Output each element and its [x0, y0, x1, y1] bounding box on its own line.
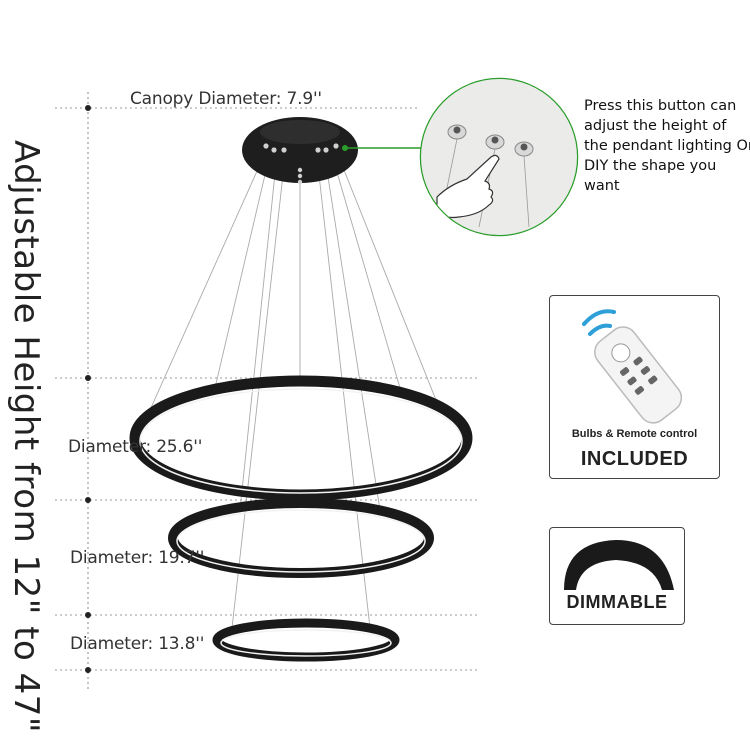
callout-note: Press this button can adjust the height … [584, 98, 750, 194]
remote-control-icon [582, 309, 683, 424]
ring-large-diameter-label: Diameter: 25.6'' [68, 437, 203, 457]
remote-caption: Bulbs & Remote control [571, 428, 698, 440]
suspension-wires [149, 159, 441, 629]
remote-included-box: Bulbs & Remote control INCLUDED [549, 295, 720, 479]
ring-medium-diameter-label: Diameter: 19.7'' [70, 548, 205, 568]
canopy [242, 117, 358, 185]
ring-medium [168, 498, 434, 578]
dimmable-badge: DIMMABLE [549, 527, 685, 625]
ring-large [129, 375, 473, 501]
guide-dots [85, 105, 91, 673]
included-headline: INCLUDED [580, 448, 689, 470]
dimension-guides [55, 107, 478, 671]
button-detail-callout [419, 77, 579, 237]
hand-icon [436, 154, 500, 219]
dimmable-label: DIMMABLE [566, 592, 668, 612]
ring-small [212, 618, 400, 662]
dimmable-arc-icon [564, 540, 674, 590]
ring-small-diameter-label: Diameter: 13.8'' [70, 634, 205, 654]
adjustable-height-label: Adjustable Height from 12" to 47" [6, 140, 46, 734]
canopy-diameter-label: Canopy Diameter: 7.9'' [130, 89, 322, 109]
adjust-button-icon [447, 124, 534, 157]
